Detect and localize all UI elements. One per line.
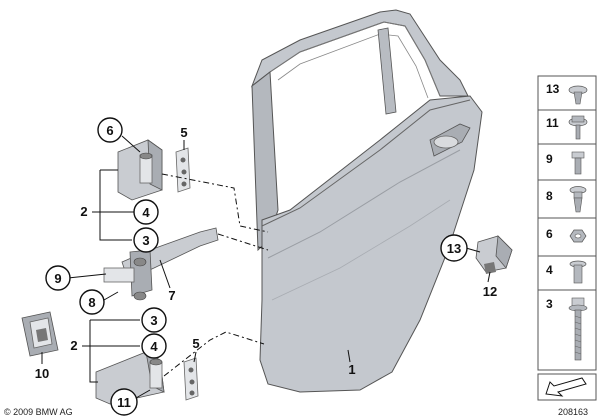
- direction-arrow-icon: [545, 377, 587, 397]
- callout-12[interactable]: 12: [483, 284, 497, 299]
- hinge-bolt-icon: [568, 297, 588, 361]
- copyright-text: © 2009 BMW AG: [4, 407, 73, 417]
- clip-fastener-icon: [568, 85, 588, 105]
- callout-8[interactable]: 8: [79, 289, 105, 315]
- callout-7[interactable]: 7: [168, 288, 175, 303]
- callout-9-label: 9: [54, 271, 61, 286]
- sidebar-label-9[interactable]: 9: [546, 152, 553, 166]
- callout-5-upper[interactable]: 5: [180, 125, 187, 140]
- torx-screw-icon: [569, 186, 587, 213]
- sidebar-label-13[interactable]: 13: [546, 82, 560, 96]
- diagram-ref-number: 208163: [558, 407, 588, 417]
- callout-4-upper[interactable]: 4: [133, 199, 159, 225]
- callout-4-lower-label: 4: [150, 339, 158, 354]
- door-buffer: [475, 235, 513, 274]
- upper-hinge: [117, 139, 163, 201]
- rear-door-shell: [250, 9, 483, 393]
- sidebar-label-4[interactable]: 4: [546, 263, 553, 277]
- upper-hinge-plate: [175, 147, 191, 193]
- callout-3-lower-label: 3: [150, 313, 157, 328]
- callout-9[interactable]: 9: [45, 265, 71, 291]
- rivet-nut-icon: [569, 260, 587, 284]
- callout-11-label: 11: [117, 395, 131, 410]
- callout-2-upper[interactable]: 2: [80, 204, 87, 219]
- callout-4-upper-label: 4: [142, 205, 150, 220]
- hex-nut-icon: [569, 229, 587, 243]
- callout-11[interactable]: 11: [110, 388, 138, 416]
- callout-6-label: 6: [106, 123, 113, 138]
- screw-icon: [571, 151, 585, 175]
- lower-hinge: [95, 351, 165, 405]
- sidebar-label-8[interactable]: 8: [546, 189, 553, 203]
- callout-8-label: 8: [88, 295, 95, 310]
- door-grommet: [21, 311, 59, 357]
- sidebar-label-3[interactable]: 3: [546, 297, 553, 311]
- lower-hinge-plate: [183, 357, 199, 401]
- callout-6[interactable]: 6: [97, 117, 123, 143]
- callout-10[interactable]: 10: [35, 366, 49, 381]
- callout-2-lower[interactable]: 2: [70, 338, 77, 353]
- fastener-sidebar: 13 11 9 8 6 4 3: [537, 75, 597, 371]
- callout-5-lower[interactable]: 5: [192, 336, 199, 351]
- callout-3-upper-label: 3: [142, 233, 149, 248]
- door-check-strap: [103, 227, 219, 301]
- callout-3-upper[interactable]: 3: [133, 227, 159, 253]
- sidebar-label-6[interactable]: 6: [546, 227, 553, 241]
- callout-3-lower[interactable]: 3: [141, 307, 167, 333]
- sidebar-label-11[interactable]: 11: [546, 116, 559, 130]
- callout-1[interactable]: 1: [348, 362, 355, 377]
- callout-13-main-label: 13: [447, 241, 461, 256]
- flange-bolt-icon: [568, 115, 588, 140]
- callout-4-lower[interactable]: 4: [141, 333, 167, 359]
- direction-arrow-box: [537, 373, 597, 401]
- callout-13-main[interactable]: 13: [440, 234, 468, 262]
